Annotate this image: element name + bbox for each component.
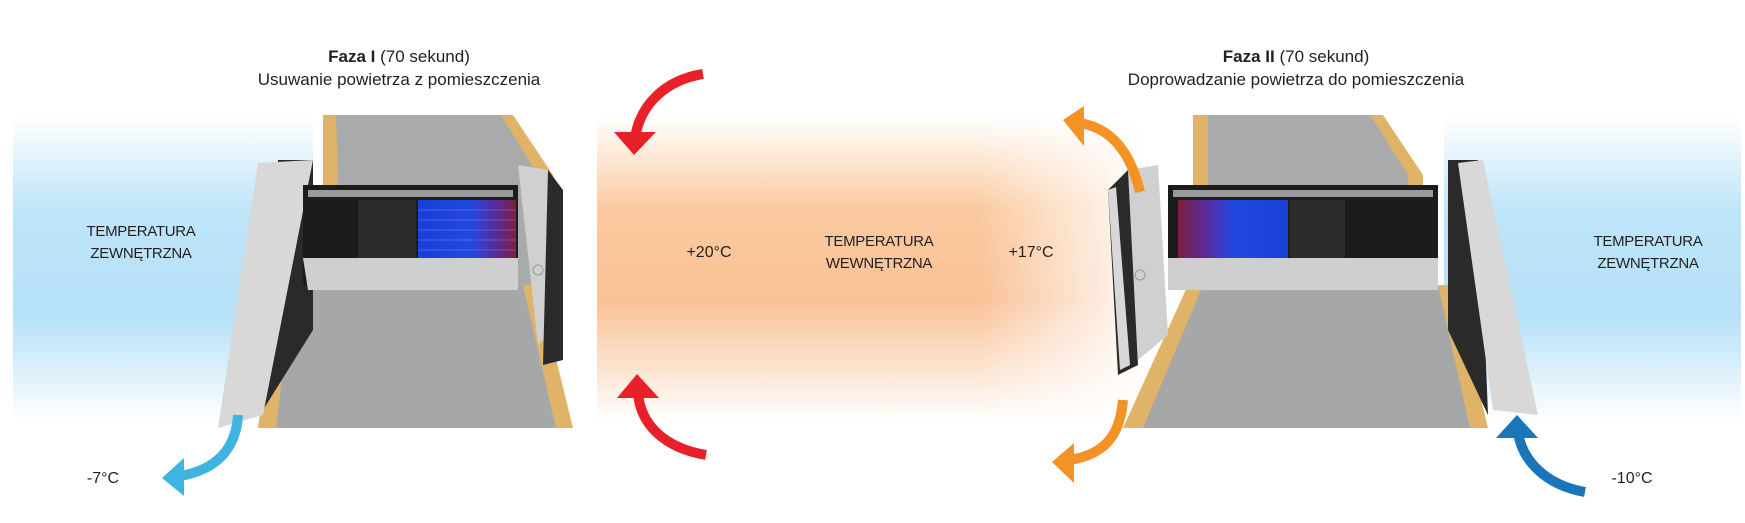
indoor-zone [597,117,1142,422]
outer-cover [1458,160,1538,415]
indoor-temp-phase1: +20°C [686,244,732,261]
phase1-name: Faza I [328,47,376,66]
heat-exchanger [418,200,516,258]
label-line: WEWNĘTRZNA [825,255,933,272]
phase1-title: Faza I (70 sekund) Usuwanie powietrza z … [258,45,541,91]
dark-blue-arrow-icon [1496,415,1586,497]
recuperator-illustration-phase1 [218,115,573,428]
label-line: TEMPERATURA [86,223,196,240]
outdoor-temperature-label-left: TEMPERATURA ZEWNĘTRZNA [87,221,196,265]
phase2-description: Doprowadzanie powietrza do pomieszczenia [1127,70,1465,89]
outdoor-temp-phase2: -10°C [1611,470,1653,487]
heat-exchanger [1178,200,1288,258]
orange-arrow-bottom-icon [1052,399,1128,483]
phase2-title: Faza II (70 sekund) Doprowadzanie powiet… [1128,45,1464,91]
wall-bottom [1123,285,1488,428]
phase1-duration: (70 sekund) [380,47,470,66]
outdoor-temperature-label-right: TEMPERATURA ZEWNĘTRZNA [1594,231,1703,275]
phase2-name: Faza II [1222,47,1275,66]
indoor-temperature-label: TEMPERATURA WEWNĘTRZNA [825,231,934,275]
orange-arrow-top-icon [1063,106,1145,194]
label-line: ZEWNĘTRZNA [1597,255,1699,272]
indoor-temp-phase2: +17°C [1008,244,1054,261]
label-line: ZEWNĘTRZNA [90,245,192,262]
phase2-duration: (70 sekund) [1279,47,1370,66]
red-arrow-bottom-icon [617,374,707,460]
light-blue-arrow-icon [162,414,243,496]
wall-bottom [258,285,573,428]
recuperator-illustration-phase2 [1108,115,1538,428]
phase1-description: Usuwanie powietrza z pomieszczenia [257,70,541,89]
outdoor-temp-phase1: -7°C [86,470,120,487]
red-arrow-top-icon [614,69,704,155]
label-line: TEMPERATURA [824,233,934,250]
label-line: TEMPERATURA [1593,233,1703,250]
outer-cover [218,160,313,428]
